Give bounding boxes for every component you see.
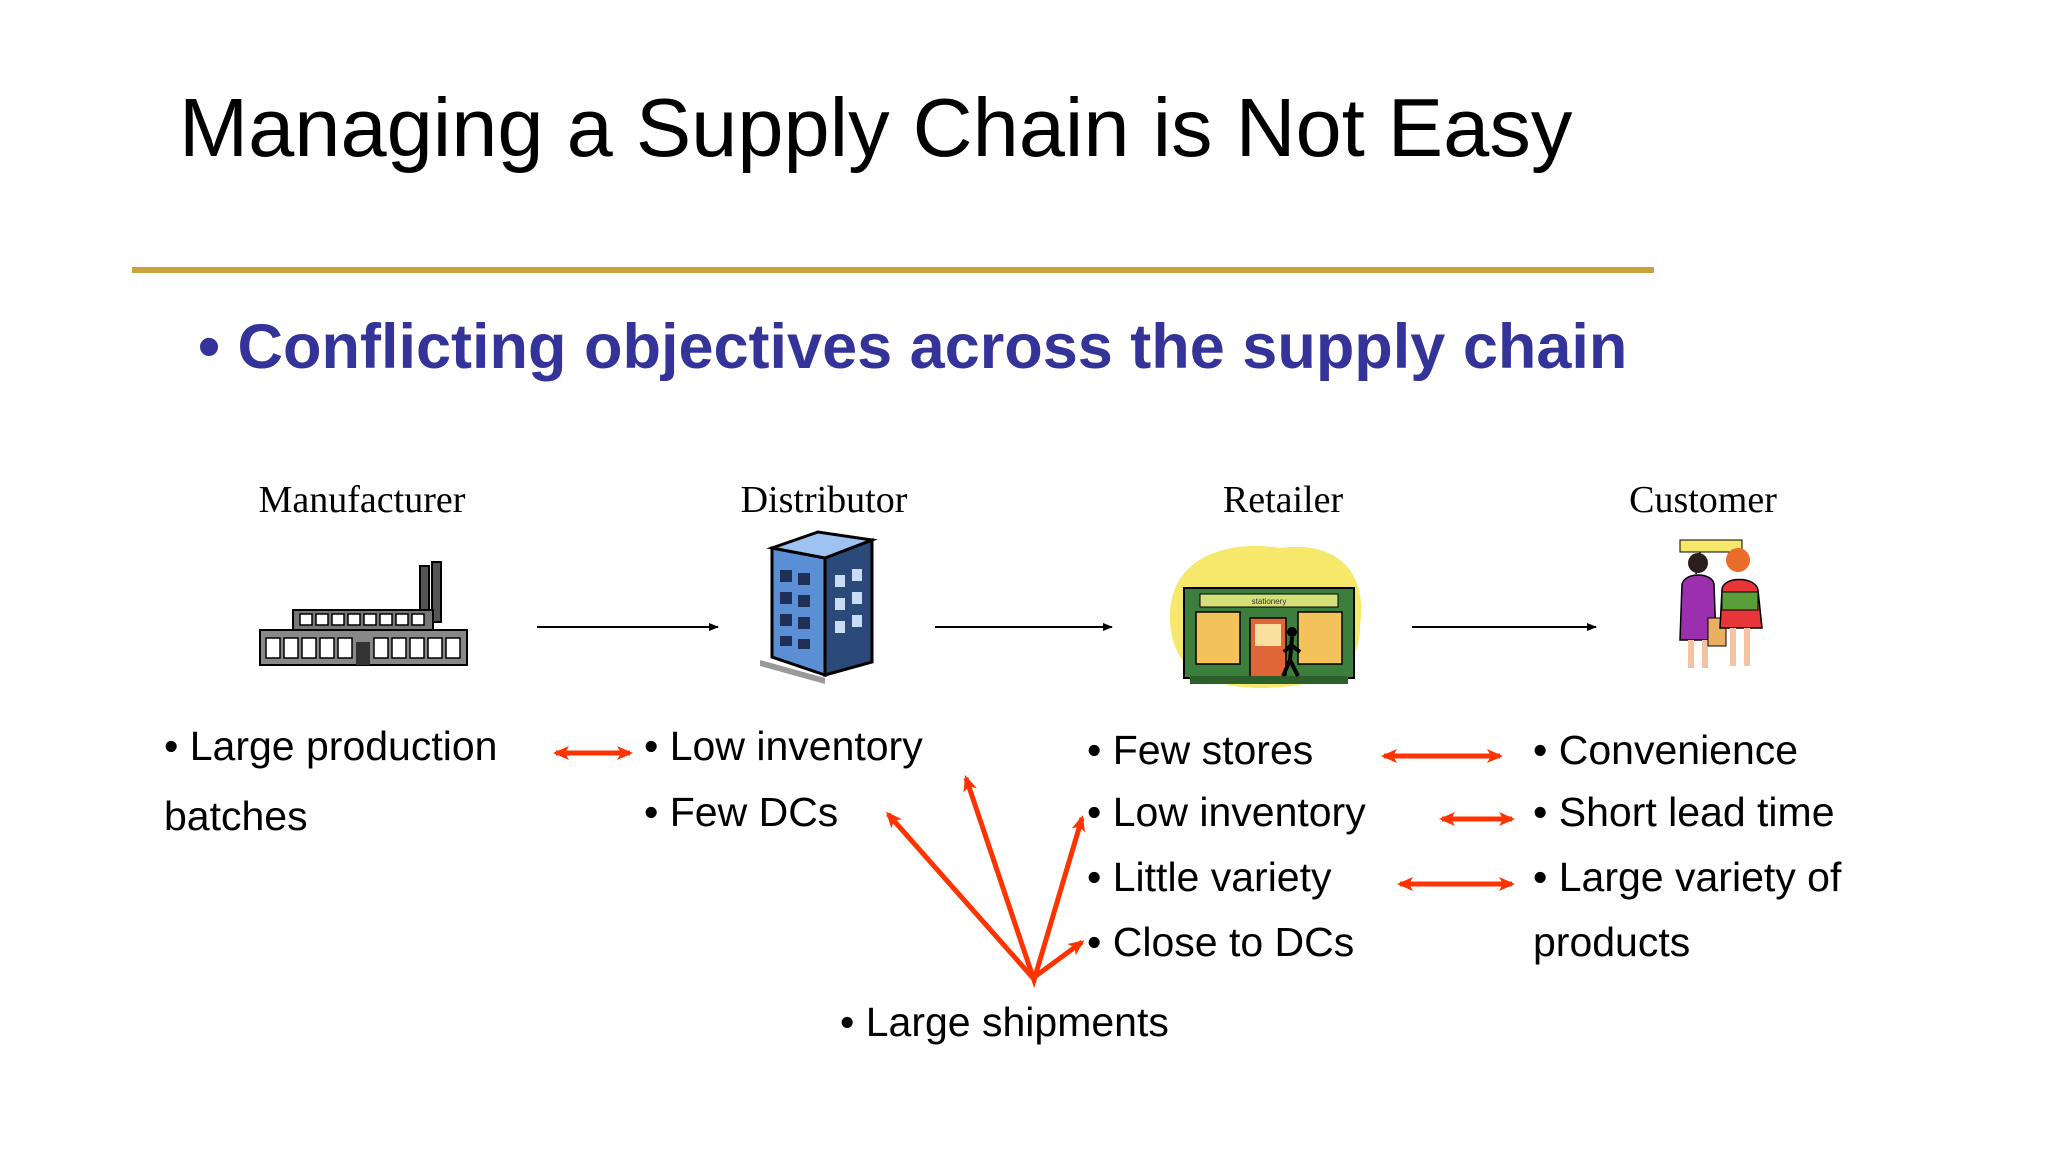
shoppers-icon — [1680, 540, 1762, 668]
customer-item-large-variety-line2: products — [1533, 919, 1690, 966]
customer-item-short-lead-time: • Short lead time — [1533, 789, 1835, 836]
store-icon: stationery — [1170, 546, 1361, 688]
retailer-item-little-variety: • Little variety — [1087, 854, 1332, 901]
office-building-icon — [760, 532, 872, 684]
manufacturer-item-line1: • Large production — [164, 723, 497, 770]
manufacturer-item-line2: batches — [164, 793, 308, 840]
store-sign-text: stationery — [1252, 597, 1287, 606]
distributor-item-low-inventory: • Low inventory — [644, 723, 923, 770]
distributor-item-few-dcs: • Few DCs — [644, 789, 838, 836]
retailer-item-few-stores: • Few stores — [1087, 727, 1313, 774]
customer-item-convenience: • Convenience — [1533, 727, 1798, 774]
factory-icon — [260, 562, 467, 665]
retailer-item-low-inventory: • Low inventory — [1087, 789, 1366, 836]
conflict-arrow-lowinventory-shipments — [966, 778, 1082, 980]
customer-item-large-variety-line1: • Large variety of — [1533, 854, 1841, 901]
shared-item-large-shipments: • Large shipments — [840, 999, 1169, 1046]
retailer-item-close-to-dcs: • Close to DCs — [1087, 919, 1354, 966]
